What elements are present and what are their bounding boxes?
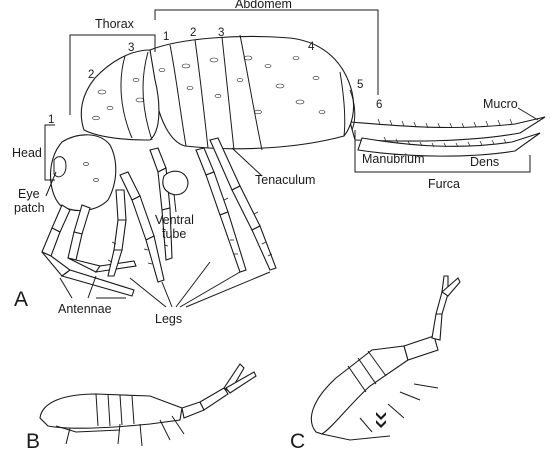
abdomen-segment-6: 6 bbox=[376, 99, 382, 111]
leg-spines bbox=[107, 197, 273, 265]
abdomen-segment-5: 5 bbox=[357, 79, 363, 91]
springtail-figure-c: C bbox=[290, 275, 461, 453]
manubrium-label: Manubrium bbox=[362, 152, 425, 166]
head-label: Head bbox=[12, 146, 42, 160]
dens-label: Dens bbox=[470, 155, 499, 169]
jump-direction-arrows bbox=[376, 412, 386, 428]
eye-patch-label-line2: patch bbox=[14, 201, 45, 215]
springtail-figure-b: B bbox=[26, 363, 257, 453]
ventral-tube-label-line1: Ventral bbox=[155, 213, 194, 227]
eye-patch-label-line1: Eye bbox=[18, 187, 40, 201]
springtail-main-figure: 1 2 3 1 2 3 4 5 6 Thorax Abdomem Head Ey… bbox=[12, 0, 546, 326]
thorax-label: Thorax bbox=[95, 17, 135, 31]
furca-label: Furca bbox=[428, 177, 460, 191]
thorax-segment-2: 2 bbox=[88, 69, 94, 81]
abdomen-segment-1: 1 bbox=[163, 31, 169, 43]
eye-patch-shape bbox=[53, 156, 67, 178]
abdomen-segment-3: 3 bbox=[218, 27, 224, 39]
antennae-label: Antennae bbox=[58, 302, 112, 316]
mucro-label: Mucro bbox=[483, 97, 518, 111]
legs-drawing bbox=[107, 137, 277, 283]
bracket-lines bbox=[44, 9, 531, 181]
tenaculum-label: Tenaculum bbox=[255, 173, 315, 187]
abdomen-label: Abdomem bbox=[235, 0, 292, 11]
panel-label-b: B bbox=[26, 430, 40, 453]
abdomen-drawing bbox=[149, 35, 355, 150]
body-spots bbox=[83, 55, 326, 182]
abdomen-segment-4: 4 bbox=[308, 41, 315, 53]
head-drawing bbox=[50, 134, 117, 212]
furca-drawing bbox=[349, 116, 546, 157]
thorax-segment-1: 1 bbox=[48, 114, 54, 126]
legs-label: Legs bbox=[155, 312, 182, 326]
leader-lines bbox=[45, 107, 539, 308]
ventral-tube-label-line2: tube bbox=[162, 227, 186, 241]
panel-label-c: C bbox=[290, 430, 305, 453]
thorax-drawing bbox=[80, 49, 160, 141]
panel-label-a: A bbox=[14, 288, 28, 311]
abdomen-segment-2: 2 bbox=[190, 27, 196, 39]
thorax-segment-3: 3 bbox=[128, 42, 134, 54]
